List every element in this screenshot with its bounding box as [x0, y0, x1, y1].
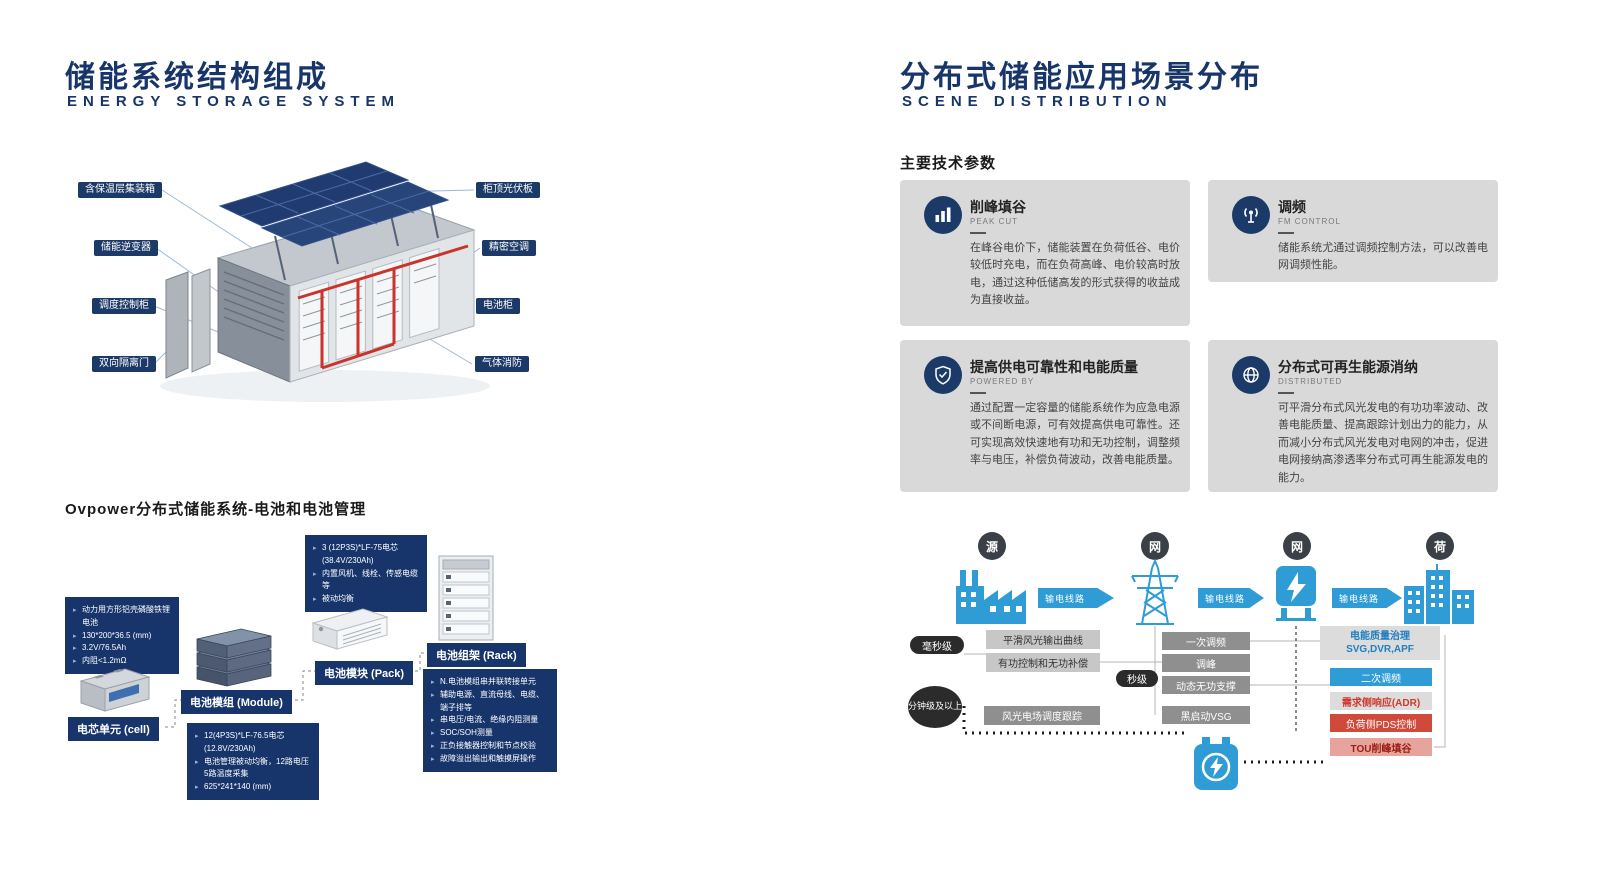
card-dash: [970, 232, 986, 234]
battery-section-title: Ovpower分布式储能系统-电池和电池管理: [65, 501, 367, 518]
card-distributed: 分布式可再生能源消纳 DISTRIBUTED 可平滑分布式风光发电的有功功率波动…: [1208, 340, 1498, 492]
callout-dispatch-cabinet: 调度控制柜: [92, 298, 156, 314]
cell-specs: 动力用方形铝壳磷酸铁锂电池 130*200*36.5 (mm) 3.2V/76.…: [65, 597, 179, 674]
transformer-icon: [1276, 566, 1316, 621]
shield-icon: [924, 356, 962, 394]
cell-image: [79, 668, 151, 712]
card-body: 储能系统尤通过调频控制方法，可以改善电网调频性能。: [1278, 242, 1488, 272]
node-load: 荷: [1426, 532, 1454, 560]
left-page-subtitle: ENERGY STORAGE SYSTEM: [67, 93, 400, 110]
card-tag: FM CONTROL: [1278, 217, 1341, 226]
right-page-title: 分布式储能应用场景分布: [900, 61, 1263, 94]
timing-second: 秒级: [1116, 670, 1158, 687]
box-pds: 负荷侧PDS控制: [1330, 714, 1432, 732]
card-peak-cut: 削峰填谷 PEAK CUT 在峰谷电价下，储能装置在负荷低谷、电价较低时充电，而…: [900, 180, 1190, 326]
card-body: 可平滑分布式风光发电的有功功率波动、改善电能质量、提高跟踪计划出力的能力，从而减…: [1278, 402, 1488, 484]
box-dynamic-var: 动态无功支撑: [1162, 676, 1250, 694]
card-dash: [1278, 232, 1294, 234]
battery-chain-diagram: 动力用方形铝壳磷酸铁锂电池 130*200*36.5 (mm) 3.2V/76.…: [65, 535, 570, 825]
rack-label: 电池组架 (Rack): [427, 643, 526, 667]
card-dash: [1278, 392, 1294, 394]
pack-image: [311, 608, 389, 650]
module-image: [196, 628, 272, 687]
storage-container-illustration: 含保温层集装箱 储能逆变器 调度控制柜 双向隔离门 柜顶光伏板 精密空调 电池柜…: [70, 140, 540, 430]
callout-battery-cabinet: 电池柜: [476, 298, 520, 314]
node-source: 源: [978, 532, 1006, 560]
transmission-arrow-3: 输电线路: [1332, 588, 1402, 608]
callout-isolation-door: 双向隔离门: [92, 356, 156, 372]
flow-connectors: [962, 626, 1446, 764]
node-grid-1: 网: [1141, 532, 1169, 560]
cell-label: 电芯单元 (cell): [68, 717, 159, 741]
card-title: 分布式可再生能源消纳: [1278, 359, 1418, 375]
rack-image: [438, 555, 494, 641]
card-title: 调频: [1278, 199, 1306, 215]
module-label: 电池模组 (Module): [181, 690, 292, 714]
power-plant-icon: [956, 570, 1026, 624]
box-peak-shaving: 调峰: [1162, 654, 1250, 672]
globe-icon: [1232, 356, 1270, 394]
card-title: 削峰填谷: [970, 199, 1026, 215]
module-specs: 12(4P3S)*LF-76.5电芯 (12.8V/230Ah) 电池管理被动均…: [187, 723, 319, 800]
box-adr: 需求侧响应(ADR): [1330, 692, 1432, 710]
card-body: 通过配置一定容量的储能系统作为应急电源或不间断电源，可有效提高供电可靠性。还可实…: [970, 402, 1180, 467]
box-primary-fm: 一次调频: [1162, 632, 1250, 650]
card-body: 在峰谷电价下，储能装置在负荷低谷、电价较低时充电，而在负荷高峰、电价较高时放电，…: [970, 242, 1180, 307]
timing-minute: 分钟级及以上: [908, 686, 962, 728]
pack-specs: 3 (12P3S)*LF-75电芯 (38.4V/230Ah) 内置风机、线栓、…: [305, 535, 427, 612]
box-black-start: 黑启动VSG: [1162, 706, 1250, 724]
callout-inverter: 储能逆变器: [94, 240, 158, 256]
node-grid-2: 网: [1283, 532, 1311, 560]
right-page-subtitle: SCENE DISTRIBUTION: [902, 93, 1173, 110]
box-tou: TOU削峰填谷: [1330, 738, 1432, 756]
card-reliability: 提高供电可靠性和电能质量 POWERED BY 通过配置一定容量的储能系统作为应…: [900, 340, 1190, 492]
container-3d-drawing: [153, 161, 490, 402]
city-buildings-icon: [1404, 564, 1474, 624]
pack-label: 电池模块 (Pack): [315, 661, 414, 685]
fm-control-icon: [1232, 196, 1270, 234]
callout-roof-pv: 柜顶光伏板: [476, 182, 540, 198]
storage-battery-icon: [1194, 737, 1238, 790]
left-page-title: 储能系统结构组成: [65, 61, 329, 94]
box-secondary-fm: 二次调频: [1330, 668, 1432, 686]
callout-precision-ac: 精密空调: [482, 240, 536, 256]
rack-specs: N.电池模组串并联转接单元 辅助电源、直流母线、电缆、端子排等 串电压/电流、绝…: [423, 669, 557, 772]
card-tag: POWERED BY: [970, 377, 1035, 386]
grid-flow-diagram: 源 网 网 荷: [900, 530, 1500, 840]
card-tag: PEAK CUT: [970, 217, 1019, 226]
box-smooth-output: 平滑风光输出曲线: [986, 630, 1100, 649]
card-tag: DISTRIBUTED: [1278, 377, 1343, 386]
timing-millisecond: 毫秒级: [910, 636, 964, 654]
peak-cut-icon: [924, 196, 962, 234]
card-fm-control: 调频 FM CONTROL 储能系统尤通过调频控制方法，可以改善电网调频性能。: [1208, 180, 1498, 282]
box-dispatch-track: 风光电场调度跟踪: [984, 706, 1100, 725]
box-reactive-comp: 有功控制和无功补偿: [986, 653, 1100, 672]
card-title: 提高供电可靠性和电能质量: [970, 359, 1138, 375]
card-dash: [970, 392, 986, 394]
transmission-tower-icon: [1131, 558, 1179, 625]
callout-gas-fire: 气体消防: [475, 356, 529, 372]
params-heading: 主要技术参数: [900, 155, 997, 172]
transmission-arrow-2: 输电线路: [1198, 588, 1264, 608]
callout-insulated-container: 含保温层集装箱: [78, 182, 162, 198]
transmission-arrow-1: 输电线路: [1038, 588, 1114, 608]
box-power-quality: 电能质量治理 SVG,DVR,APF: [1320, 626, 1440, 660]
